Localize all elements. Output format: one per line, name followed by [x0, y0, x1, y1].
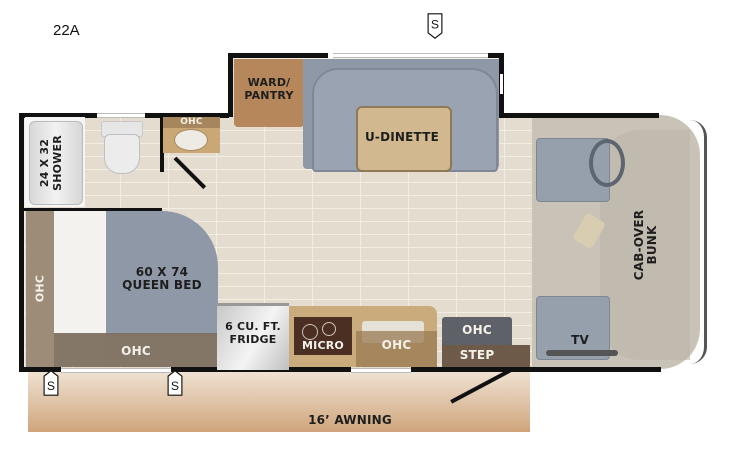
fridge-label: 6 CU. FT. FRIDGE [217, 320, 289, 346]
wardrobe-pantry[interactable] [234, 59, 304, 127]
queen-bed[interactable] [106, 211, 218, 335]
roadside-wall-front [499, 113, 659, 118]
bed-side-ohc-label: OHC [33, 274, 47, 303]
bath-partition [160, 116, 164, 172]
dinette-label: U-DINETTE [364, 130, 440, 144]
slide-marker-icon: S [167, 370, 183, 396]
entry-step[interactable] [442, 345, 530, 367]
step-label: STEP [459, 348, 495, 362]
toilet-icon[interactable] [104, 134, 140, 174]
tv-mount [546, 350, 618, 356]
wardrobe-pantry-label: WARD/ PANTRY [234, 76, 304, 102]
dinette-table[interactable] [356, 106, 452, 172]
passenger-seat[interactable] [536, 296, 610, 360]
galley-window [351, 368, 411, 373]
ward-line2: PANTRY [244, 89, 294, 102]
svg-text:S: S [171, 379, 179, 393]
burner-icon [322, 322, 336, 336]
cab-over-bunk-label: CAB-OVER BUNK [632, 205, 659, 285]
svg-text:S: S [47, 379, 55, 393]
galley-ohc[interactable] [356, 331, 437, 367]
slide-marker-icon: S [427, 13, 443, 39]
burner-icon [302, 324, 318, 340]
bed-size: 60 X 74 [135, 265, 189, 279]
tv-label: TV [571, 333, 589, 347]
slide-left-wall [228, 53, 233, 117]
cab-over-line2: BUNK [645, 225, 659, 265]
bed-foot-ohc[interactable] [54, 333, 218, 367]
fridge-size: 6 CU. FT. [225, 320, 281, 333]
shower-label: 24 X 32 SHOWER [38, 130, 64, 196]
bed-name: QUEEN BED [122, 278, 202, 292]
rear-wall [19, 113, 24, 372]
fridge[interactable] [217, 303, 289, 370]
curbside-wall-front [411, 367, 661, 372]
model-name: 22A [53, 22, 80, 39]
bath-sink-icon [174, 129, 208, 151]
queen-bed-label: 60 X 74 QUEEN BED [106, 266, 218, 292]
awning-label: 16’ AWNING [308, 413, 392, 427]
slide-top-wall-right [488, 53, 504, 58]
bed-side-ohc[interactable] [26, 211, 54, 367]
shower-pan [29, 121, 83, 205]
shower-name: SHOWER [51, 135, 64, 191]
shower-size: 24 X 32 [38, 138, 51, 188]
awning [28, 372, 530, 432]
micro-label: MICRO [302, 339, 344, 352]
curbside-wall-rear [19, 367, 61, 372]
roadside-wall-mid [145, 113, 229, 118]
galley-ohc-label: OHC [381, 338, 412, 352]
ward-line1: WARD/ [247, 76, 291, 89]
steering-wheel-icon [589, 139, 625, 187]
slide-side-window [500, 74, 503, 94]
bath-window [97, 113, 145, 118]
bed-window [61, 368, 171, 373]
cab-front-window [690, 120, 707, 364]
bed-foot-ohc-label: OHC [121, 344, 151, 358]
bath-ohc[interactable] [163, 117, 220, 128]
bedroom-partition [22, 208, 162, 211]
roadside-wall-rear [19, 113, 99, 118]
entry-ohc-label: OHC [462, 323, 492, 337]
bath-ohc-label: OHC [180, 117, 203, 127]
slide-marker-icon: S [43, 370, 59, 396]
fridge-name: FRIDGE [229, 333, 277, 346]
slide-top-wall [228, 53, 328, 58]
svg-text:S: S [431, 17, 439, 31]
dinette-window [333, 53, 488, 58]
